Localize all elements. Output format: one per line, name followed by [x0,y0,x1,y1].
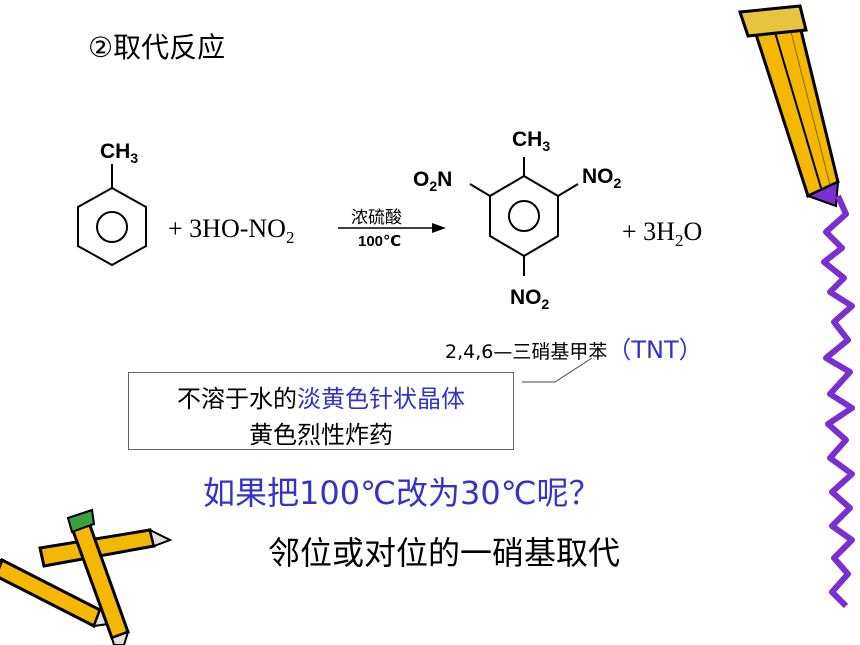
answer-text: 邻位或对位的一硝基取代 [268,534,621,572]
slide-title: ②取代反应 [88,31,226,64]
tnt-structure [469,157,579,276]
properties-line-2: 黄色烈性炸药 [249,421,393,449]
properties-line-1: 不溶于水的淡黄色针状晶体 [177,385,465,413]
condition-temperature: 100℃ [358,233,402,250]
product-abbreviation: （TNT） [607,336,703,364]
pencils-icon [0,508,173,645]
nitro-left-label: O2N [413,168,453,195]
reaction-arrow [338,223,446,233]
tnt-methyl-label: CH3 [512,128,551,155]
toluene-structure [77,164,147,267]
question-text: 如果把100℃改为30℃呢？ [203,474,601,512]
condition-catalyst: 浓硫酸 [351,208,402,227]
decorative-squiggle [821,194,855,609]
nitro-bottom-label: NO2 [510,286,550,313]
pencil-icon [737,4,840,208]
properties-box: 不溶于水的淡黄色针状晶体 黄色烈性炸药 [128,372,514,450]
product-name: 2,4,6—三硝基甲苯（TNT） [445,336,703,364]
toluene-methyl-label: CH3 [100,140,139,167]
callout-line [522,357,593,383]
nitro-right-label: NO2 [582,165,622,192]
byproduct-label: + 3H2O [622,217,703,251]
reagent-label: + 3HO-NO2 [168,214,295,248]
